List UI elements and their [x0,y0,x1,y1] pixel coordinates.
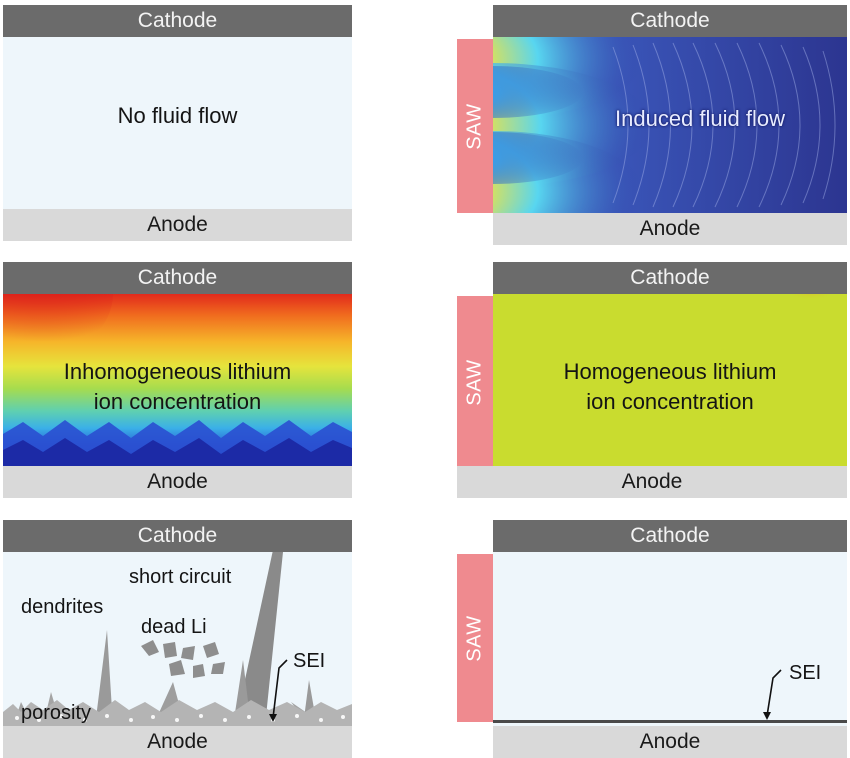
porosity-label: porosity [21,702,92,724]
saw-label: SAW [463,358,486,406]
cathode-bar: Cathode [3,5,352,37]
panel-dendrites: Cathode [3,520,352,758]
panel-uniform-sei: Cathode SAW SEI Anode [457,520,847,758]
panel-induced-flow: Cathode SAW [457,5,847,245]
electrolyte-area: No fluid flow [3,37,352,209]
anode-bar: Anode [457,466,847,498]
panel-inhomogeneous: Cathode [3,262,352,498]
short-circuit-label: short circuit [129,566,232,588]
homogeneous-label-line1: Homogeneous lithium [563,359,777,384]
inhomogeneous-label-line2: ion concentration [93,389,262,414]
no-flow-label: No fluid flow [117,103,238,128]
electrolyte-area: SEI [493,552,847,726]
concentration-field: Inhomogeneous lithium ion concentration [3,294,352,466]
saw-label: SAW [463,614,486,662]
panel-homogeneous: Cathode SAW Homogeneous lithium ion conc… [457,262,847,498]
induced-flow-label: Induced fluid flow [615,106,785,131]
cathode-bar: Cathode [3,520,352,552]
dendrites-label: dendrites [21,596,104,618]
electrolyte-area: short circuit dendrites dead Li SEI poro… [3,552,352,726]
flow-field: Induced fluid flow [493,37,847,213]
flow-field-graphic [493,37,847,213]
anode-bar: Anode [3,726,352,758]
homogeneous-label-line2: ion concentration [586,389,754,414]
saw-label: SAW [463,102,486,150]
cathode-bar: Cathode [493,262,847,294]
sei-label: SEI [789,662,822,684]
saw-transducer: SAW [457,554,493,722]
saw-transducer: SAW [457,296,493,468]
sei-label: SEI [293,650,326,672]
dead-li-label: dead Li [141,616,207,638]
cathode-bar: Cathode [493,520,847,552]
hotspot-graphic [785,294,837,310]
dendrite-growth-graphic [3,552,352,726]
concentration-field: Homogeneous lithium ion concentration [493,294,847,466]
cathode-bar: Cathode [3,262,352,294]
saw-transducer: SAW [457,39,493,213]
anode-bar: Anode [3,209,352,241]
panel-no-flow: Cathode No fluid flow Anode [3,5,352,241]
anode-bar: Anode [3,466,352,498]
cathode-bar: Cathode [493,5,847,37]
anode-bar: Anode [493,726,847,758]
anode-bar: Anode [493,213,847,245]
inhomogeneous-label-line1: Inhomogeneous lithium [63,359,292,384]
concentration-gradient-graphic [3,294,352,466]
uniform-sei-graphic [493,669,847,723]
